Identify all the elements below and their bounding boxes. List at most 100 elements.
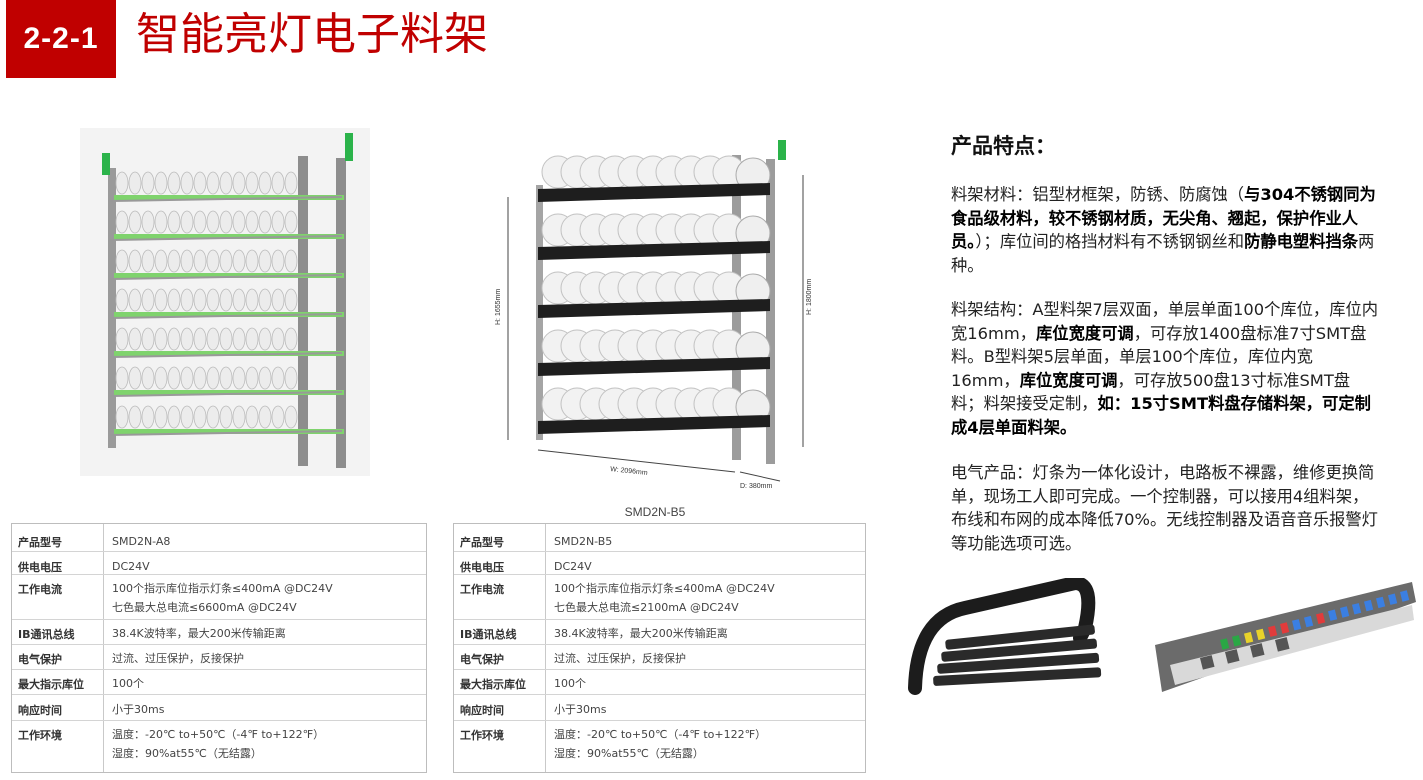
- reel: [206, 210, 220, 234]
- reel: [258, 210, 272, 234]
- spec-value: 38.4K波特率，最大200米传输距离: [554, 627, 728, 640]
- spec-label: 产品型号: [460, 536, 504, 549]
- shelf-light-strip: [114, 390, 344, 395]
- reel: [154, 366, 168, 390]
- reel: [128, 210, 142, 234]
- reel: [232, 405, 246, 429]
- reel: [193, 405, 207, 429]
- reel: [232, 366, 246, 390]
- reel: [245, 288, 259, 312]
- reel: [128, 366, 142, 390]
- feature-text: 电气产品：灯条为一体化设计，电路板不裸露，维修更换简单，现场工人即可完成。一个控…: [951, 463, 1378, 553]
- shelf-rail: [109, 196, 343, 202]
- led-indicator: [1256, 628, 1266, 641]
- reel: [284, 171, 298, 195]
- reel: [154, 249, 168, 273]
- spec-label: 工作环境: [18, 729, 62, 742]
- reel: [128, 288, 142, 312]
- reel: [141, 171, 155, 195]
- spec-value: 100个: [112, 677, 144, 690]
- reel: [258, 327, 272, 351]
- spec-label: 工作电流: [460, 583, 504, 596]
- reel: [128, 405, 142, 429]
- table-row-divider: [12, 669, 426, 670]
- spec-value: 过流、过压保护，反接保护: [112, 652, 244, 665]
- shelf-light-strip: [114, 234, 344, 239]
- feature-bold-text: 库位宽度可调: [1036, 323, 1134, 343]
- reel: [128, 171, 142, 195]
- led-indicator: [1328, 609, 1338, 621]
- reel: [115, 210, 129, 234]
- reel: [193, 249, 207, 273]
- reel: [167, 405, 181, 429]
- feature-paragraph-material: 料架材料：铝型材框架，防锈、防腐蚀（与304不锈钢同为食品级材料，较不锈钢材质，…: [951, 183, 1379, 277]
- feature-bold-text: 防静电塑料挡条: [1244, 232, 1359, 251]
- reel: [167, 171, 181, 195]
- shelf-light-strip: [114, 312, 344, 317]
- spec-value: 温度：-20℃ to+50℃（-4℉ to+122℉）: [112, 728, 325, 741]
- shelf-divider-strip: [538, 299, 770, 318]
- reel: [271, 249, 285, 273]
- led-indicator: [1352, 603, 1362, 615]
- reel: [232, 288, 246, 312]
- features-title: 产品特点：: [951, 133, 1056, 158]
- reel: [193, 288, 207, 312]
- shelf-light-strip: [114, 429, 344, 434]
- reel: [141, 249, 155, 273]
- reel: [154, 405, 168, 429]
- led-indicator: [1364, 599, 1374, 612]
- reel: [284, 288, 298, 312]
- reel: [219, 405, 233, 429]
- reel: [115, 171, 129, 195]
- shelf-light-strip: [114, 351, 344, 356]
- spec-value: DC24V: [112, 560, 150, 573]
- reel: [180, 327, 194, 351]
- reel: [245, 249, 259, 273]
- spec-label: IB通讯总线: [460, 628, 517, 641]
- reel: [284, 249, 298, 273]
- page-title: 智能亮灯电子料架: [136, 9, 488, 60]
- table-row-divider: [454, 551, 865, 552]
- table-row-divider: [454, 669, 865, 670]
- spec-label: 产品型号: [18, 536, 62, 549]
- led-indicator: [1316, 612, 1326, 625]
- feature-text: ，可存放500盘13寸标准SMT盘料；料架接受定制，: [951, 370, 1351, 414]
- reel: [232, 171, 246, 195]
- shelf-rail: [109, 391, 343, 397]
- spec-label: 电气保护: [18, 653, 62, 666]
- reel: [154, 327, 168, 351]
- reel: [245, 366, 259, 390]
- spec-value: 100个指示库位指示灯条≤400mA @DC24V: [112, 582, 333, 595]
- reel: [271, 210, 285, 234]
- reel: [271, 171, 285, 195]
- reel: [154, 171, 168, 195]
- shelf-light-strip: [114, 195, 344, 200]
- reel: [193, 171, 207, 195]
- feature-text: 两种。: [951, 232, 1375, 275]
- reel: [206, 249, 220, 273]
- reel: [219, 288, 233, 312]
- shelf-divider-strip: [538, 415, 770, 434]
- reel: [115, 327, 129, 351]
- reel: [232, 249, 246, 273]
- reel: [167, 366, 181, 390]
- reel: [271, 366, 285, 390]
- table-row-divider: [454, 694, 865, 695]
- spec-value: 38.4K波特率，最大200米传输距离: [112, 627, 286, 640]
- spec-label: 电气保护: [460, 653, 504, 666]
- reel: [167, 327, 181, 351]
- reel: [284, 366, 298, 390]
- table-row-divider: [12, 551, 426, 552]
- reel: [219, 210, 233, 234]
- reel: [271, 405, 285, 429]
- rack-b-image: H: 1655mm H: 1800mm W: 2096mm D: 380mm: [470, 135, 845, 495]
- led-indicator: [1232, 635, 1242, 647]
- reel: [232, 210, 246, 234]
- shelf-divider-strip: [538, 357, 770, 376]
- shelf-rail: [109, 313, 343, 319]
- reel: [167, 249, 181, 273]
- spec-label: 响应时间: [460, 704, 504, 717]
- led-light-strip-image: [1150, 580, 1416, 705]
- reel: [271, 288, 285, 312]
